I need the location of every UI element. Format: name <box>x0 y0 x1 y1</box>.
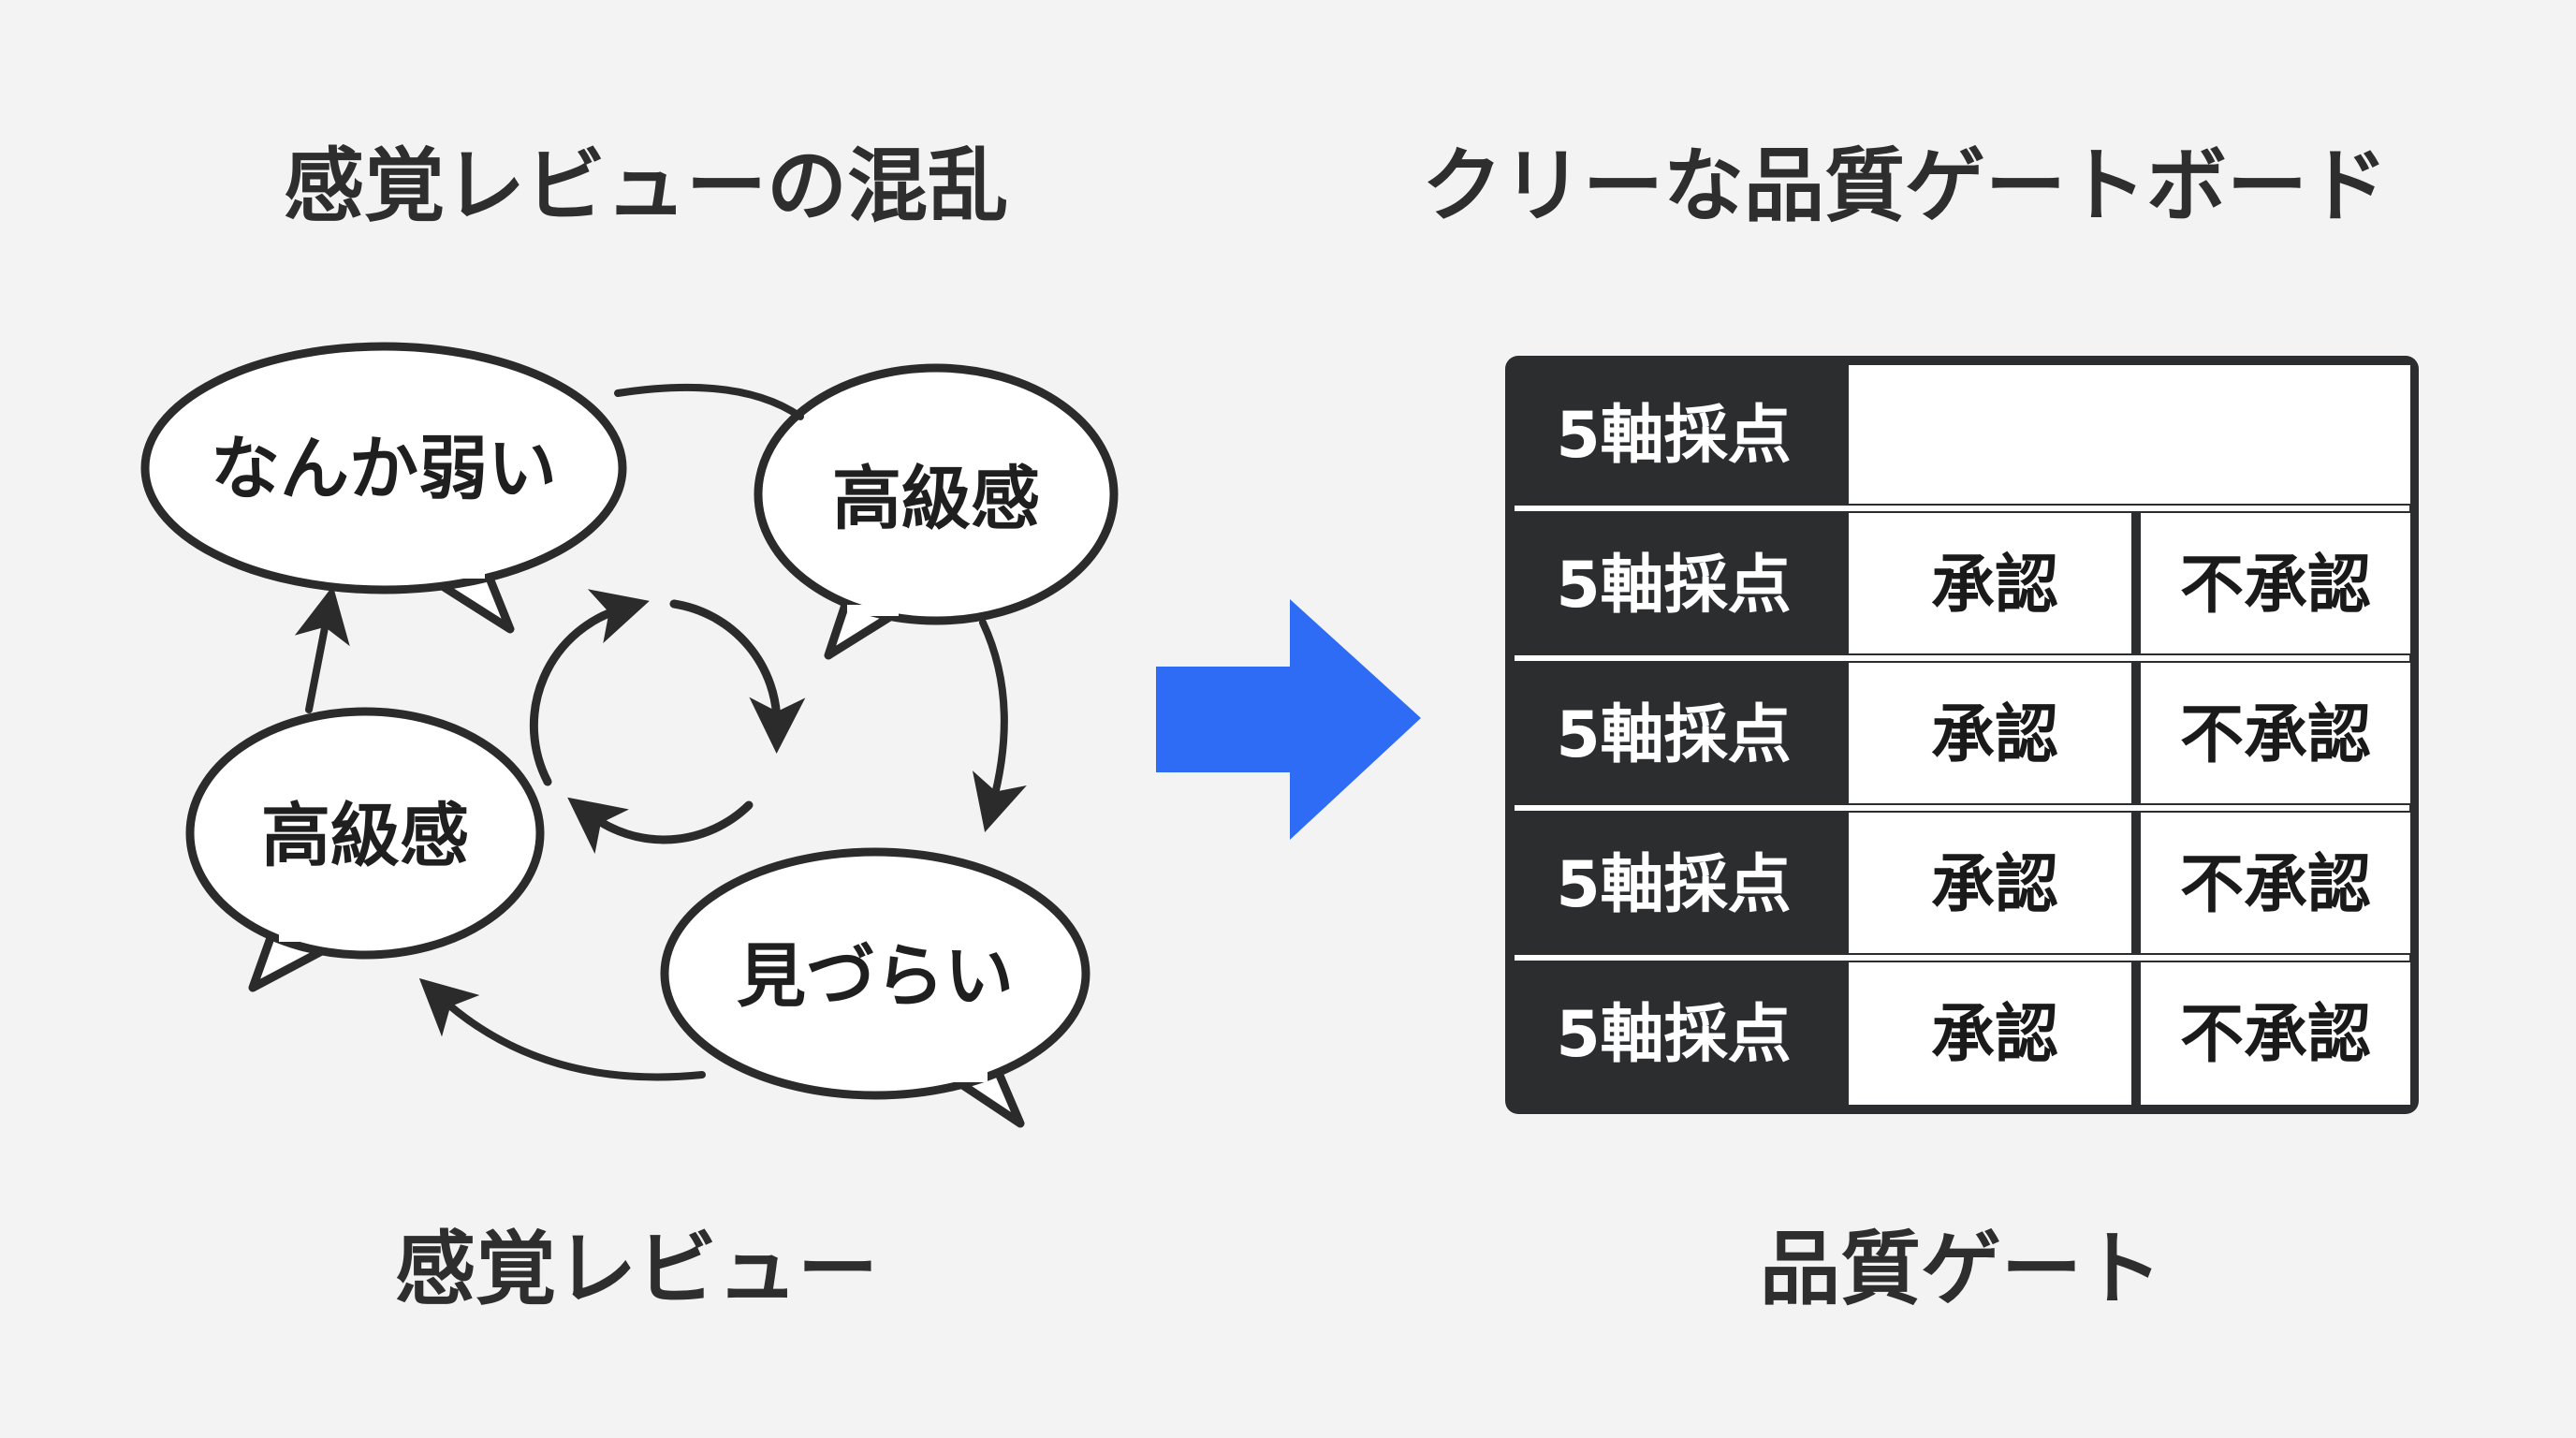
reject-label: 不承認 <box>2180 998 2371 1072</box>
board-row-label: 5軸採点 <box>1556 549 1791 623</box>
quality-gate-board: 5軸採点 5軸採点 承認 不承認 5軸採点 承認 不承認 5軸採点 承認 不承認… <box>1505 356 2419 1114</box>
circular-arrows-icon <box>529 589 806 855</box>
approve-cell[interactable] <box>1849 813 2131 953</box>
board-row-divider <box>1515 506 2409 511</box>
right-panel-caption: 品質ゲート <box>1760 1223 2162 1316</box>
board-header-blank-cell <box>1849 365 2410 504</box>
arrow-to-luxury-bottom <box>418 977 706 1081</box>
board-header-label: 5軸採点 <box>1556 399 1791 473</box>
arrow-to-hard-to-see <box>972 619 1027 832</box>
reject-cell[interactable] <box>2141 962 2410 1105</box>
speech-bubble-luxury-bottom: 高級感 <box>185 707 545 992</box>
approve-label: 承認 <box>1931 848 2058 922</box>
arrow-right-icon <box>1156 599 1421 840</box>
bubble-label-luxury-bottom: 高級感 <box>261 796 469 876</box>
reject-cell[interactable] <box>2141 513 2410 653</box>
board-row-label: 5軸採点 <box>1556 848 1791 922</box>
board-row-divider <box>1515 805 2409 811</box>
right-panel-title: クリーな品質ゲートボード <box>1422 139 2388 233</box>
speech-bubble-hard-to-see: 見づらい <box>660 847 1090 1128</box>
board-row-divider <box>1515 955 2409 961</box>
board-row-label: 5軸採点 <box>1556 998 1791 1072</box>
approve-label: 承認 <box>1931 698 2058 772</box>
approve-label: 承認 <box>1931 998 2058 1072</box>
reject-label: 不承認 <box>2180 698 2371 772</box>
bubble-label-weak: なんか弱い <box>211 429 557 509</box>
speech-bubble-weak: なんか弱い <box>140 342 627 634</box>
approve-cell[interactable] <box>1849 513 2131 653</box>
approve-cell[interactable] <box>1849 663 2131 803</box>
left-panel-title: 感覚レビューの混乱 <box>284 139 1008 233</box>
reject-label: 不承認 <box>2180 549 2371 623</box>
board-row-label: 5軸採点 <box>1556 698 1791 772</box>
bubble-label-luxury-top: 高級感 <box>832 459 1040 539</box>
reject-cell[interactable] <box>2141 663 2410 803</box>
speech-bubble-luxury-top: 高級感 <box>754 363 1119 660</box>
arrow-to-weak <box>294 585 350 713</box>
left-panel-caption: 感覚レビュー <box>395 1223 878 1316</box>
reject-cell[interactable] <box>2141 813 2410 953</box>
reject-label: 不承認 <box>2180 848 2371 922</box>
bubble-connector-arrows <box>294 383 1027 1081</box>
board-row-divider <box>1515 655 2409 661</box>
approve-label: 承認 <box>1931 549 2058 623</box>
bubble-label-hard-to-see: 見づらい <box>737 936 1014 1017</box>
approve-cell[interactable] <box>1849 962 2131 1105</box>
